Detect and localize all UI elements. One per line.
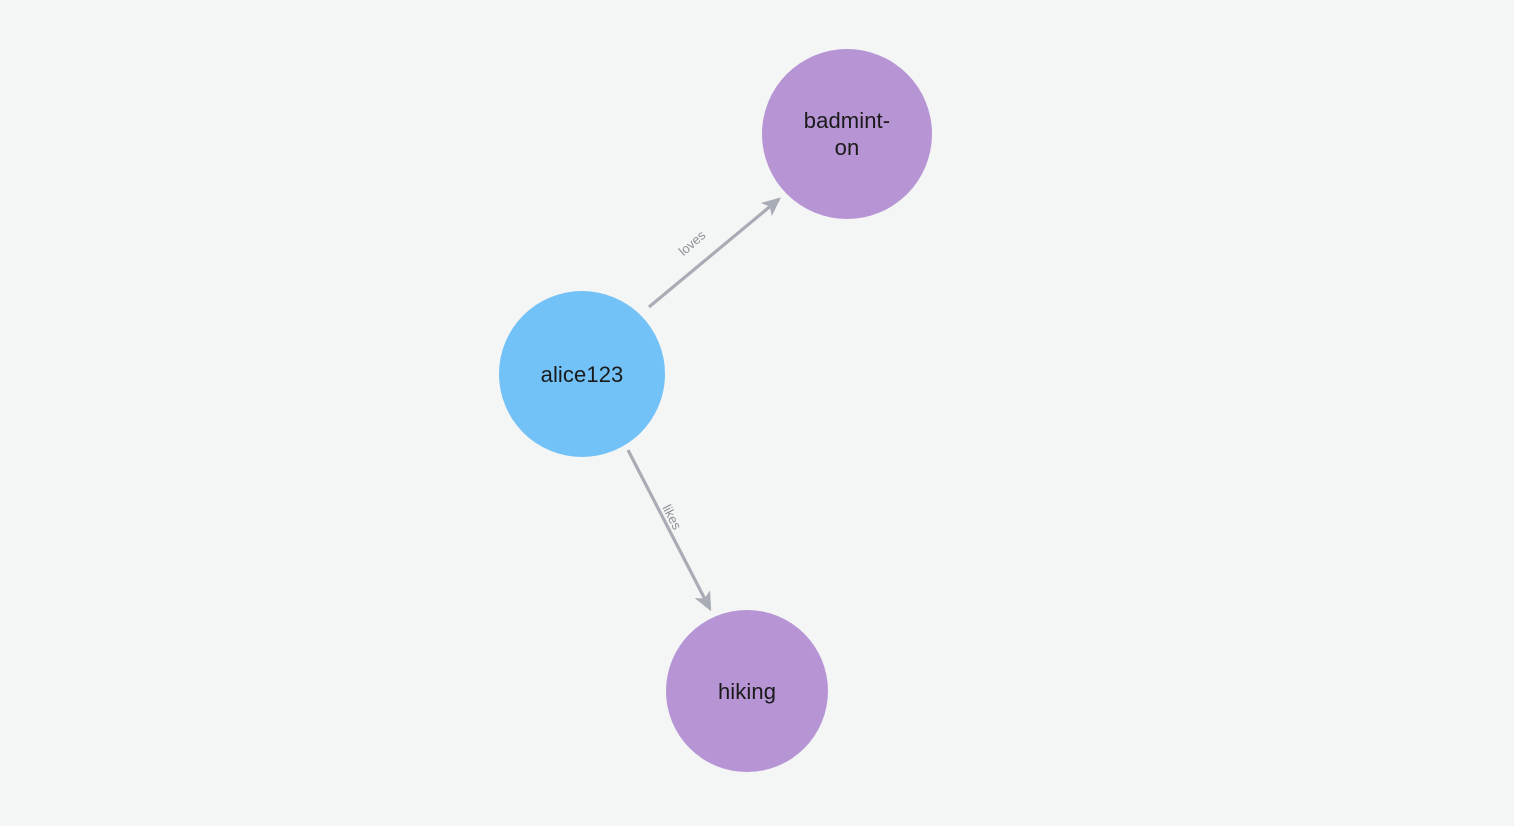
node-label-badminton: badmint- on [803, 108, 891, 160]
node-label-alice123: alice123 [540, 361, 624, 387]
graph-node-alice123[interactable]: alice123 [499, 291, 665, 457]
graph-node-badminton[interactable]: badmint- on [762, 49, 932, 219]
edge-line-likes[interactable] [626, 449, 712, 612]
node-label-hiking: hiking [717, 678, 777, 704]
edge-line-loves[interactable] [647, 197, 781, 309]
graph-node-hiking[interactable]: hiking [666, 610, 828, 772]
